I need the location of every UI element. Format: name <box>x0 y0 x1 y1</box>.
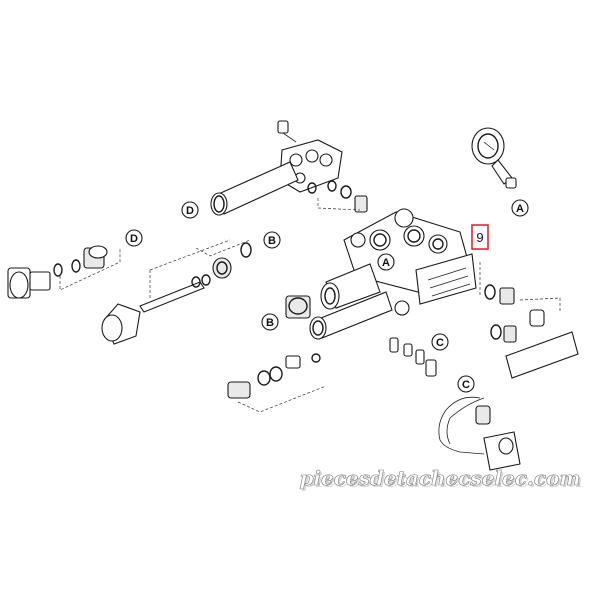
gasket-strip <box>505 331 579 379</box>
gauge-dial <box>471 127 505 165</box>
unloader-plate <box>415 253 477 305</box>
callout-label: B <box>268 235 276 247</box>
callout-C-middle: C <box>431 333 449 351</box>
callout-A-gauge: A <box>511 199 529 217</box>
callout-label: A <box>516 203 524 215</box>
valve-cartridge <box>354 195 368 213</box>
callout-label: B <box>266 317 274 329</box>
part-number-highlight[interactable]: 9 <box>471 224 489 250</box>
plug <box>529 309 545 327</box>
callout-D-upper: D <box>181 201 199 219</box>
pump-body <box>309 208 579 379</box>
callout-C-lower: C <box>457 375 475 393</box>
callout-A-body: A <box>377 253 395 271</box>
check-valve <box>499 287 515 305</box>
watermark-shadow: piecesdetachecselec.com <box>301 468 582 492</box>
bolt <box>277 120 289 134</box>
pressure-switch <box>438 396 521 471</box>
callout-label: D <box>130 233 138 245</box>
callout-B-upper: B <box>263 231 281 249</box>
lower-fittings <box>227 295 437 413</box>
callout-D-left: D <box>125 229 143 247</box>
callout-label: D <box>186 205 194 217</box>
outlet-manifold-assembly <box>210 120 368 216</box>
switch-body <box>475 405 491 425</box>
plunger-rod <box>139 281 205 313</box>
inlet-fittings <box>7 239 252 345</box>
seal-pack <box>212 257 232 279</box>
injector <box>227 381 251 399</box>
highlight-box <box>471 224 489 250</box>
callout-B-lower: B <box>261 313 279 331</box>
small-fitting <box>285 355 301 369</box>
hose-adapter <box>29 271 51 291</box>
part-number: 9 <box>476 230 483 245</box>
callout-label: C <box>462 379 470 391</box>
pressure-gauge <box>471 127 517 189</box>
callout-label: C <box>436 337 444 349</box>
watermark: piecesdetachecselec.com piecesdetachecse… <box>299 466 582 492</box>
callout-label: A <box>382 257 390 269</box>
watermark-text: piecesdetachecselec.com <box>299 466 580 490</box>
